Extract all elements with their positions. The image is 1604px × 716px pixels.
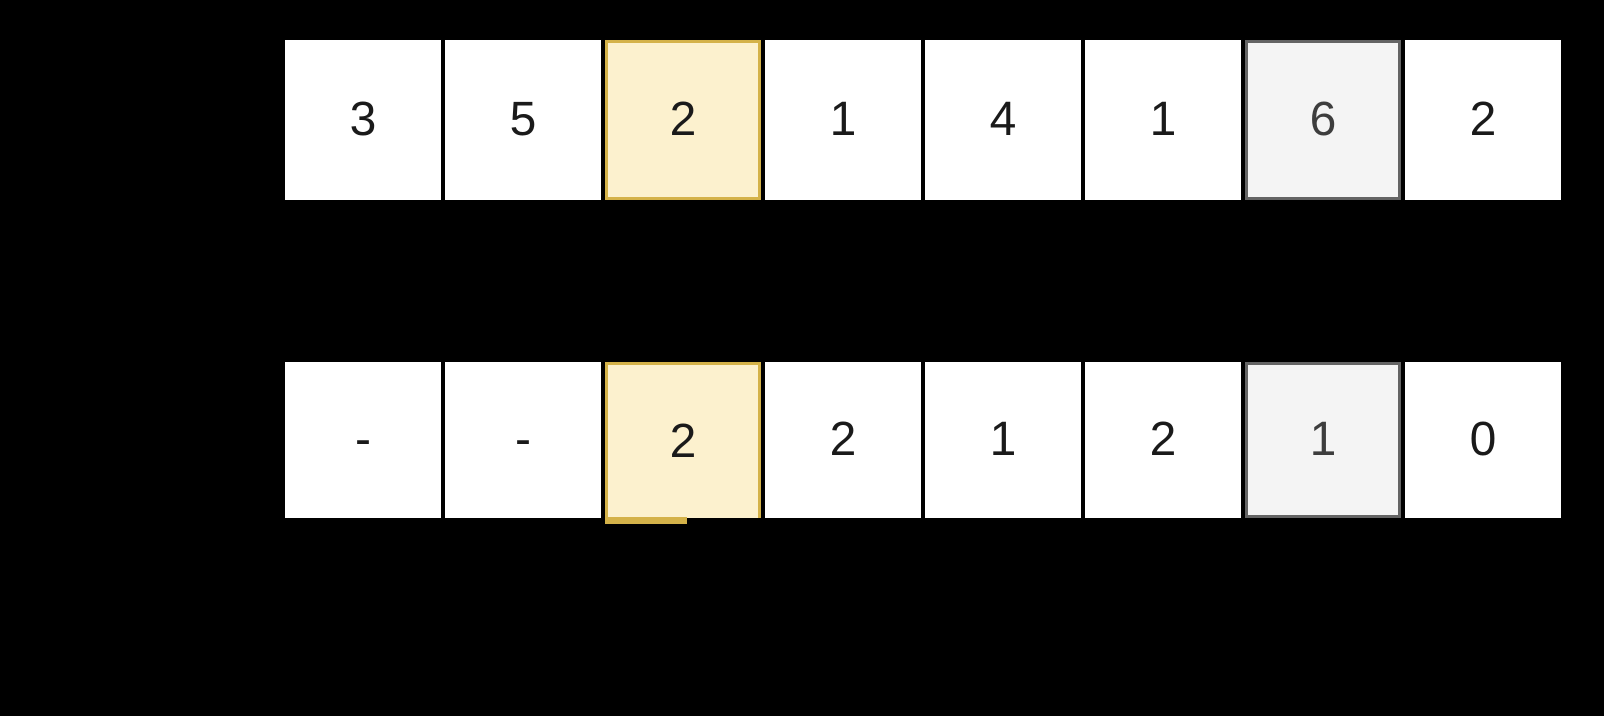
cell-value: 1 bbox=[989, 413, 1017, 466]
cell-value: 4 bbox=[989, 93, 1017, 146]
bottom-array-row: - - 2 2 1 2 1 0 bbox=[285, 362, 1561, 524]
array-cell: 1 bbox=[1085, 40, 1241, 200]
cell-value: 2 bbox=[1149, 413, 1177, 466]
array-cell: 2 bbox=[605, 362, 761, 524]
active-cell-marker bbox=[605, 517, 687, 524]
array-cell: 2 bbox=[1085, 362, 1241, 518]
cell-value: 2 bbox=[829, 413, 857, 466]
cell-value: 2 bbox=[669, 414, 697, 468]
cell-value: - bbox=[515, 413, 531, 466]
cell-value: 1 bbox=[829, 93, 857, 146]
array-cell: - bbox=[285, 362, 441, 518]
cell-value: 3 bbox=[349, 93, 377, 146]
cell-value: 6 bbox=[1309, 93, 1337, 146]
cell-value: 1 bbox=[1309, 413, 1337, 466]
array-cell: 2 bbox=[605, 40, 761, 200]
top-array-row: 3 5 2 1 4 1 6 2 bbox=[285, 40, 1561, 200]
array-cell: 3 bbox=[285, 40, 441, 200]
cell-value: - bbox=[355, 413, 371, 466]
array-cell: 1 bbox=[765, 40, 921, 200]
cell-value: 5 bbox=[509, 93, 537, 146]
array-cell: 6 bbox=[1245, 40, 1401, 200]
array-cell: 2 bbox=[765, 362, 921, 518]
cell-value: 1 bbox=[1149, 93, 1177, 146]
array-cell: 0 bbox=[1405, 362, 1561, 518]
array-cell: 2 bbox=[1405, 40, 1561, 200]
array-cell: - bbox=[445, 362, 601, 518]
array-cell: 1 bbox=[1245, 362, 1401, 518]
cell-value: 2 bbox=[669, 93, 697, 146]
cell-value: 2 bbox=[1469, 93, 1497, 146]
array-cell: 5 bbox=[445, 40, 601, 200]
array-cell: 4 bbox=[925, 40, 1081, 200]
array-cell: 1 bbox=[925, 362, 1081, 518]
cell-value: 0 bbox=[1469, 413, 1497, 466]
